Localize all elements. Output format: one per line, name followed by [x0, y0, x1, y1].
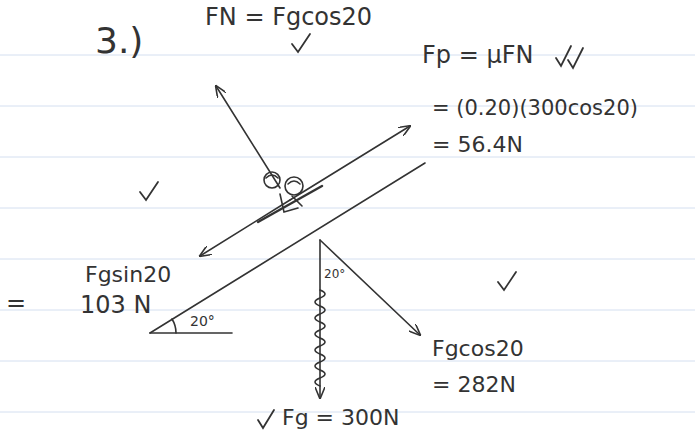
check-marks	[140, 34, 583, 428]
force-label: Fgcos20	[432, 336, 524, 361]
force-label: Fp = μFN	[422, 42, 533, 70]
skier-figure	[258, 172, 322, 222]
gravity-arrow	[319, 240, 321, 398]
calculation: 103 N	[80, 292, 151, 320]
incline-base	[150, 332, 232, 334]
angle-label: 20°	[190, 313, 215, 329]
perpendicular-force-arrow	[320, 240, 420, 335]
angle-arc	[172, 319, 176, 333]
force-label: Fg = 300N	[282, 405, 400, 430]
ruled-lines	[0, 55, 695, 412]
incline-line	[150, 163, 425, 333]
force-label: FN = Fgcos20	[205, 4, 372, 32]
gravity-squiggle	[315, 290, 325, 386]
calculation: = (0.20)(300cos20)	[432, 96, 638, 120]
parallel-force-arrow	[200, 200, 290, 256]
force-label: Fgsin20	[85, 262, 171, 287]
friction-force-arrow	[290, 126, 410, 200]
calculation: = 282N	[432, 372, 516, 397]
calculation: = 56.4N	[432, 132, 523, 157]
angle-label: 20°	[324, 268, 345, 282]
normal-force-arrow	[216, 86, 280, 188]
calculation: =	[6, 290, 26, 318]
problem-number: 3.)	[95, 20, 143, 61]
